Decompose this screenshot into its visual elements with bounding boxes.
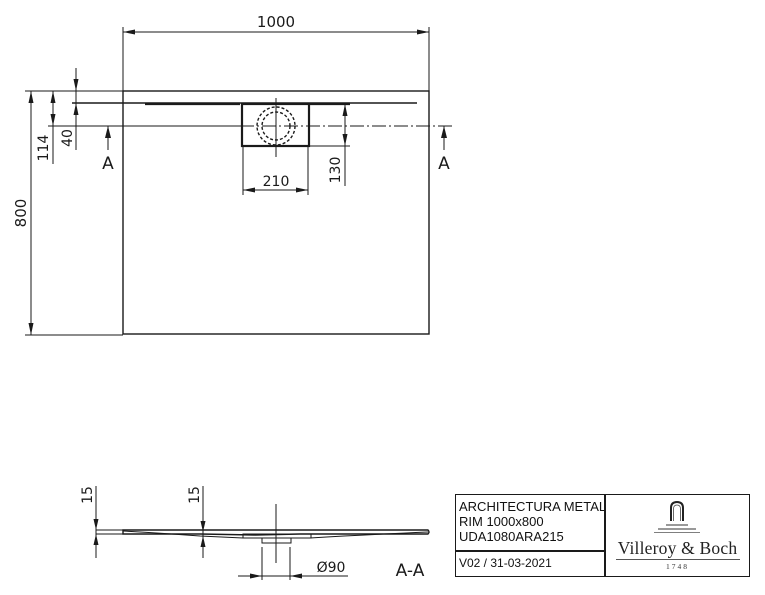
title-block-divider-vertical <box>604 495 606 576</box>
brand-year: 1748 <box>666 562 689 571</box>
product-variant: RIM 1000x800 <box>459 514 544 529</box>
tray-outline <box>122 90 430 335</box>
dim-rim: 40 <box>60 129 76 147</box>
brand-name: Villeroy & Boch <box>617 538 738 558</box>
plan-view: 1000 800 114 40 A A 210 <box>12 13 452 336</box>
dim-drain-box-depth: 130 <box>328 157 344 184</box>
title-block-divider <box>456 550 604 552</box>
dim-edge-mid: 15 <box>187 486 203 504</box>
version-date: V02 / 31-03-2021 <box>459 556 552 570</box>
article-code: UDA1080ARA215 <box>459 529 564 544</box>
dim-edge-left: 15 <box>80 486 96 504</box>
fountain-logo-icon <box>654 501 700 533</box>
drain-outer-circle-icon <box>256 106 296 146</box>
section-marker-right: A <box>438 154 450 174</box>
dim-drain-box-width: 210 <box>263 174 290 190</box>
product-info: ARCHITECTURA METAL RIM 1000x800 UDA1080A… <box>459 499 606 544</box>
dim-drain-offset: 114 <box>36 135 52 162</box>
dim-drain-diameter: Ø90 <box>317 560 346 576</box>
product-line: ARCHITECTURA METAL <box>459 499 607 514</box>
brand-underline <box>616 559 740 560</box>
dim-depth: 800 <box>12 199 30 228</box>
title-block: ARCHITECTURA METAL RIM 1000x800 UDA1080A… <box>455 494 750 577</box>
section-label: A-A <box>396 561 425 581</box>
brand-logo: Villeroy & Boch 1748 <box>606 495 749 576</box>
dim-width: 1000 <box>257 13 295 31</box>
tray-profile <box>122 529 430 536</box>
section-view: 15 15 Ø90 A-A <box>80 486 430 581</box>
title-block-info: ARCHITECTURA METAL RIM 1000x800 UDA1080A… <box>456 495 606 576</box>
section-marker-left: A <box>102 154 114 174</box>
